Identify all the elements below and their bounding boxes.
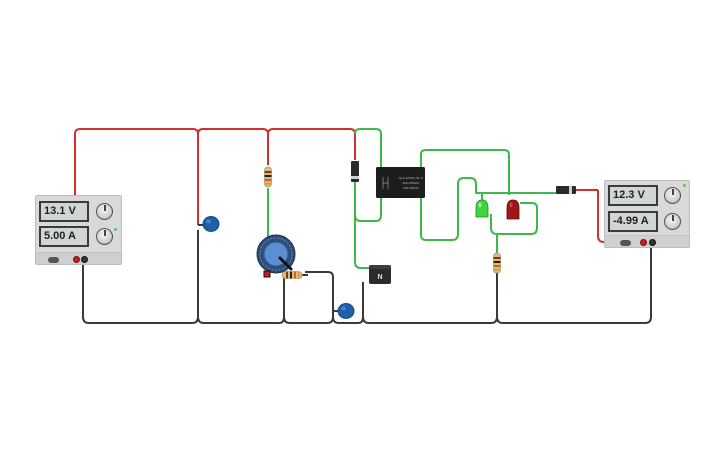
negative-terminal[interactable] [81,255,88,263]
wire-ground-bus-1[interactable] [197,275,285,324]
wire-diode-loop[interactable] [354,128,382,175]
potentiometer[interactable] [256,234,296,274]
wire-positive-top-to-diode[interactable] [267,128,356,160]
voltage-knob[interactable] [664,187,681,204]
wire-ground-right[interactable] [496,242,652,324]
positive-terminal[interactable] [640,238,647,246]
relay[interactable]: SLA-12VDC-SL-C 30A 250VAC 30A 30VDC [376,167,425,198]
output-indicator-icon [114,228,117,231]
wire-ground-bus-2[interactable] [283,271,334,324]
resistor-2[interactable] [281,271,303,279]
output-indicator-icon [683,184,686,187]
current-knob[interactable] [96,228,113,245]
capacitor-2[interactable] [333,303,355,319]
led-red[interactable] [506,199,520,220]
wire-diode-to-transistor[interactable] [354,182,370,269]
signal-wires[interactable] [267,128,556,269]
transistor-label: N [377,274,382,281]
resistor-3[interactable] [493,252,501,274]
wire-relay-loop-bottom[interactable] [420,177,556,241]
relay-label-2: 30A 250VAC [403,181,421,185]
capacitor-1[interactable] [198,216,220,232]
wire-relay-to-leds[interactable] [420,149,510,195]
voltage-display: 13.1 V [39,201,89,222]
wire-positive-top-to-resistor[interactable] [197,128,269,165]
pot-terminal[interactable] [263,270,271,278]
wire-red-led-loop[interactable] [490,202,538,235]
ground-wires[interactable] [82,230,652,324]
supply-base [605,235,689,247]
diode-2[interactable] [556,186,598,194]
wire-positive-right[interactable] [597,190,642,243]
wire-relay-coil[interactable] [354,195,382,222]
negative-terminal[interactable] [649,238,656,246]
transistor[interactable]: N [369,265,391,284]
positive-wires[interactable] [74,128,642,257]
diode-1[interactable] [351,161,359,182]
voltage-display: 12.3 V [608,185,658,206]
power-switch[interactable] [48,257,59,263]
current-display: 5.00 A [39,226,89,247]
voltage-knob[interactable] [96,203,113,220]
power-switch[interactable] [620,240,631,246]
power-supply-right[interactable]: 12.3 V -4.99 A [604,180,690,248]
led-green[interactable] [475,199,489,218]
positive-terminal[interactable] [73,255,80,263]
resistor-1[interactable] [264,166,272,188]
current-display: -4.99 A [608,211,658,232]
relay-label-3: 30A 30VDC [403,186,420,190]
power-supply-left[interactable]: 13.1 V 5.00 A [35,195,122,265]
relay-label-1: SLA-12VDC-SL-C [399,176,424,180]
current-knob[interactable] [664,213,681,230]
